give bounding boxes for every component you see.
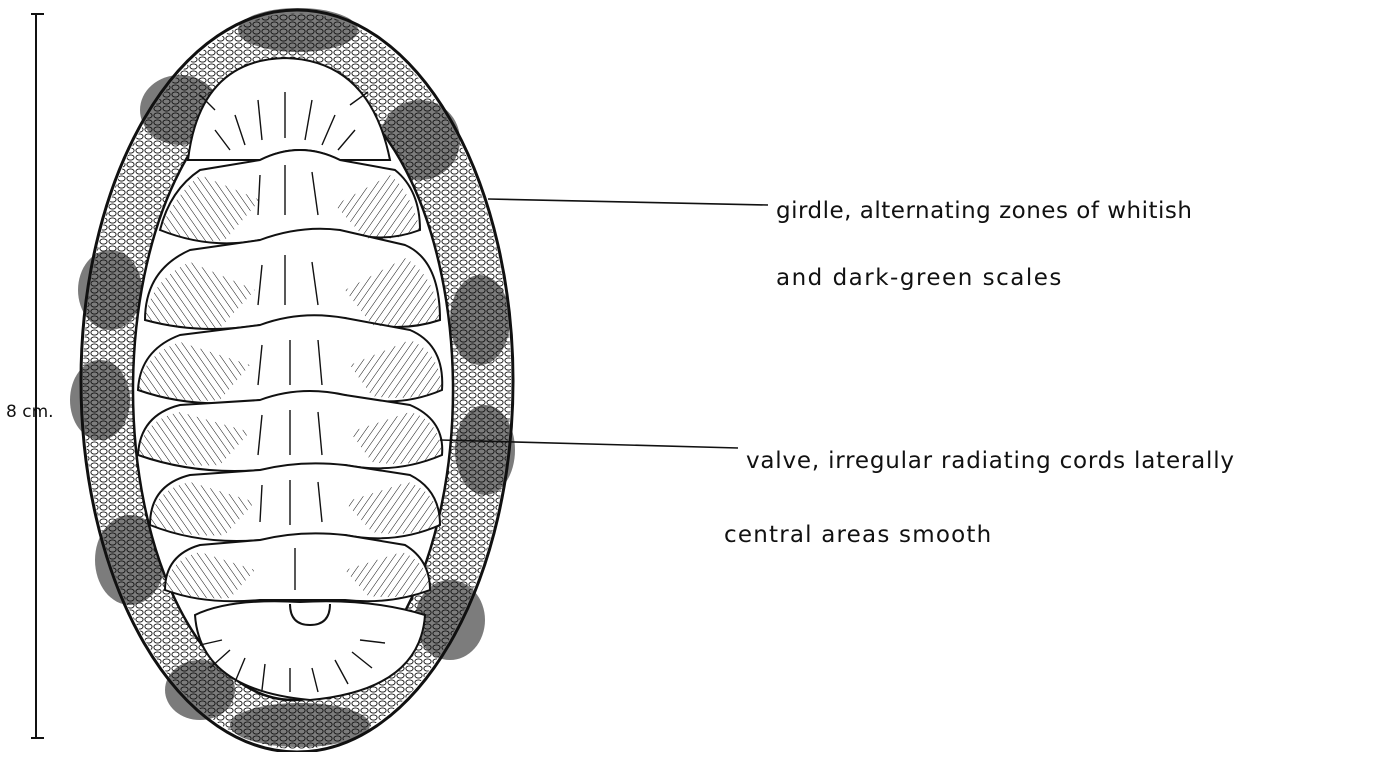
- girdle-annotation-line2: and dark-green scales: [776, 265, 1063, 291]
- girdle-annotation-line1: girdle, alternating zones of whitish: [776, 198, 1192, 224]
- scale-bar: [31, 14, 44, 738]
- scale-bar-label: 8 cm.: [6, 402, 54, 422]
- girdle-leader-line: [488, 199, 768, 205]
- valve-annotation-line1: valve, irregular radiating cords lateral…: [746, 448, 1235, 474]
- valve-annotation-line2: central areas smooth: [724, 522, 992, 548]
